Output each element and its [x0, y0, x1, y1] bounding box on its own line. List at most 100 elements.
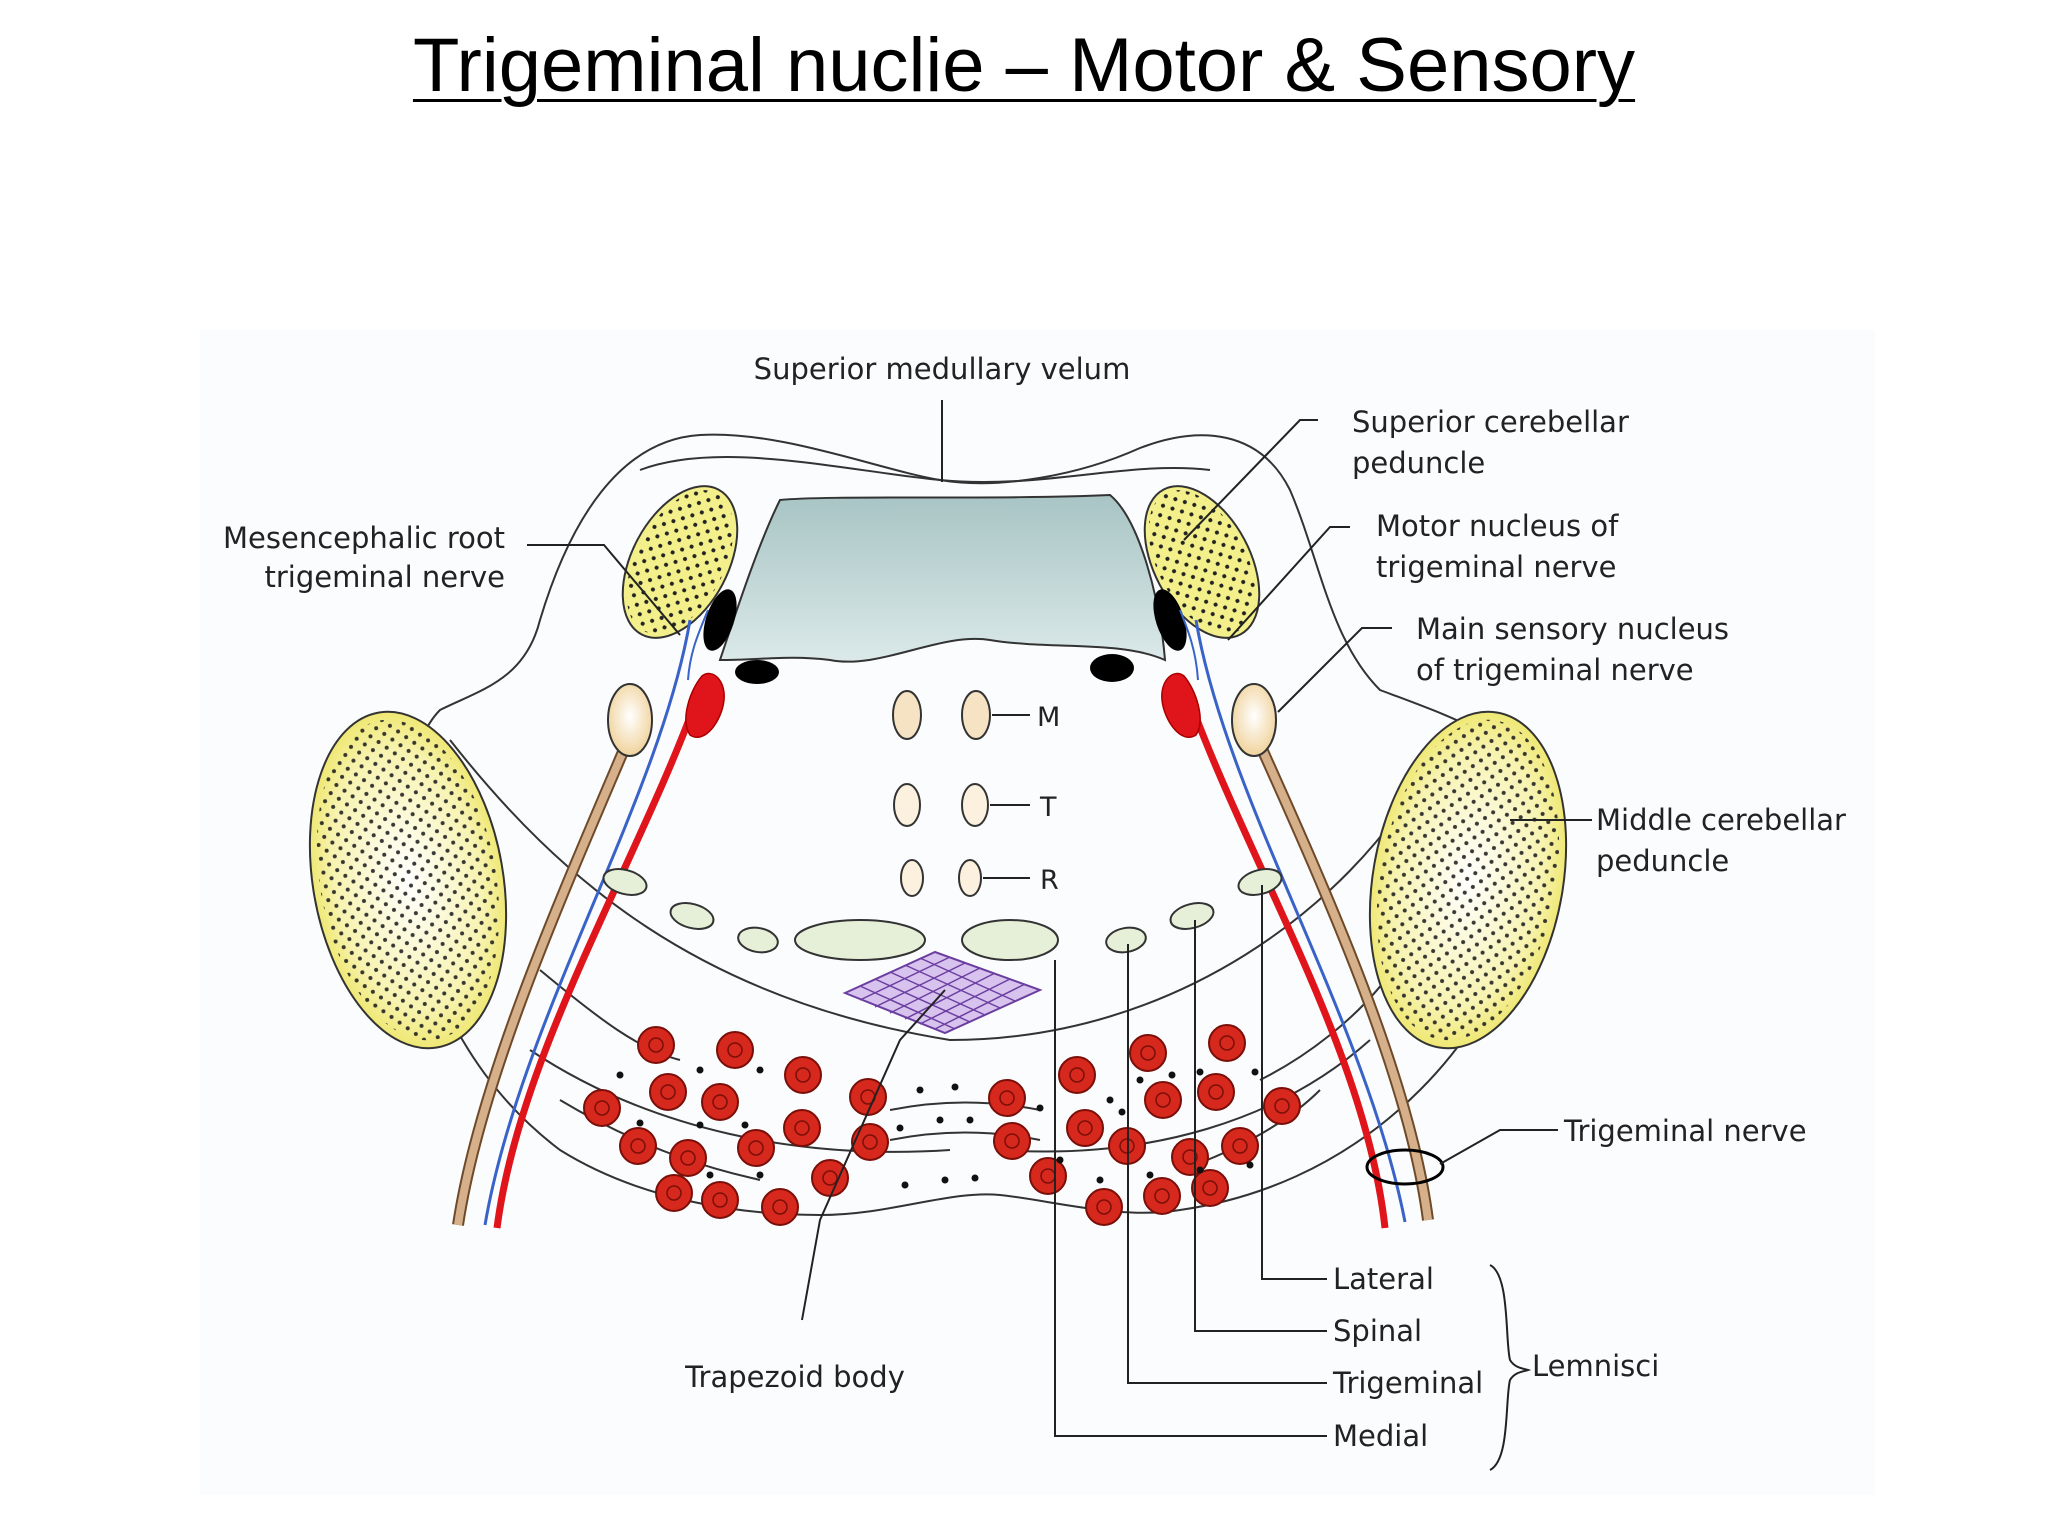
pontine-dot: [971, 1174, 979, 1182]
medial-lemniscus-leader: [1054, 960, 1327, 1437]
mesencephalic-root-blue-left: [483, 619, 692, 1226]
pontine-nuclei: [583, 1024, 1301, 1226]
pontine-dot: [1106, 1096, 1114, 1104]
mesencephalic-nucleus-mark: [1153, 589, 1187, 651]
mesencephalic-nucleus-mark: [735, 660, 779, 684]
peduncle-dots: [1148, 490, 1256, 634]
pontine-nucleus: [761, 1188, 799, 1226]
pontine-nucleus: [637, 1026, 675, 1064]
trigeminal-lemniscus-leader: [1127, 944, 1327, 1384]
pontine-nucleus: [1066, 1109, 1104, 1147]
label-trigeminal-nerve: Trigeminal nerve: [1563, 1114, 1807, 1148]
pontine-nucleus: [1191, 1169, 1229, 1207]
pontine-dot: [966, 1116, 974, 1124]
pontine-nucleus-core: [1155, 1092, 1171, 1108]
pontine-nucleus: [784, 1056, 822, 1094]
pontine-nucleus-core: [822, 1170, 838, 1186]
pontine-nucleus-core: [712, 1192, 728, 1208]
pontine-dot: [756, 1066, 764, 1074]
pontine-nucleus: [669, 1139, 707, 1177]
motor-root-red-right: [1182, 688, 1389, 1229]
pontine-nucleus-core: [795, 1067, 811, 1083]
pontine-dot: [1196, 1166, 1204, 1174]
pontine-dot: [1096, 1176, 1104, 1184]
nerve-fill: [1254, 738, 1432, 1221]
pontine-nucleus-core: [1208, 1084, 1224, 1100]
label-superior-medullary-velum: Superior medullary velum: [754, 352, 1131, 386]
label-trapezoid-body: Trapezoid body: [684, 1360, 905, 1394]
trigeminal-nerve-leader: [1439, 1129, 1558, 1165]
motor-nucleus-left: [685, 672, 725, 738]
nerve-fill: [454, 738, 632, 1226]
pontine-nucleus-core: [712, 1094, 728, 1110]
label-lemniscus-medial: Medial: [1333, 1419, 1428, 1453]
tract-ovals: [892, 690, 991, 897]
pontine-nucleus: [701, 1181, 739, 1219]
label-superior-cerebellar-1: Superior cerebellar: [1352, 405, 1629, 439]
label-tract-m: M: [1037, 702, 1060, 733]
pontine-dot: [1246, 1161, 1254, 1169]
pontine-nucleus: [993, 1122, 1031, 1160]
peduncle-dots: [1376, 719, 1560, 1041]
label-lemniscus-spinal: Spinal: [1333, 1314, 1422, 1348]
pontine-dot: [1146, 1171, 1154, 1179]
pontine-dot: [941, 1176, 949, 1184]
label-tract-t: T: [1039, 792, 1057, 823]
pontine-nucleus-core: [1077, 1120, 1093, 1136]
pontine-dot: [1056, 1156, 1064, 1164]
pontine-nucleus: [1143, 1177, 1181, 1215]
pontine-nucleus-core: [680, 1150, 696, 1166]
pontine-dot: [936, 1116, 944, 1124]
fourth-ventricle: [718, 493, 1167, 663]
superior-medullary-velum: [639, 456, 1211, 483]
fiber-line: [529, 1049, 951, 1153]
pontine-nucleus-core: [666, 1185, 682, 1201]
label-mesencephalic-root-1: Mesencephalic root: [223, 521, 505, 555]
pontine-nucleus: [988, 1079, 1026, 1117]
pontine-nucleus-core: [1154, 1188, 1170, 1204]
pontine-nucleus: [1129, 1034, 1167, 1072]
label-lemnisci: Lemnisci: [1532, 1349, 1659, 1383]
pontine-dot: [1168, 1071, 1176, 1079]
main-sensory-leader: [1277, 627, 1392, 713]
pontine-nucleus-core: [1274, 1098, 1290, 1114]
pontine-nucleus-core: [1182, 1149, 1198, 1165]
pontine-nucleus-core: [999, 1090, 1015, 1106]
peduncle-dots: [316, 719, 500, 1041]
pontine-nucleus: [1144, 1081, 1182, 1119]
pontine-nucleus: [1058, 1056, 1096, 1094]
superior-cerebellar-leader: [1183, 419, 1318, 541]
label-mesencephalic-root-2: trigeminal nerve: [265, 560, 505, 594]
pontine-nucleus-core: [862, 1134, 878, 1150]
peduncle-dots: [626, 490, 734, 634]
blue-fiber: [687, 609, 709, 681]
pontine-dot: [1036, 1104, 1044, 1112]
pontine-nucleus-core: [1219, 1035, 1235, 1051]
pontine-nucleus: [1085, 1188, 1123, 1226]
pontine-nucleus-core: [748, 1140, 764, 1156]
label-motor-nucleus-2: trigeminal nerve: [1376, 550, 1616, 584]
label-middle-cerebellar-1: Middle cerebellar: [1596, 803, 1846, 837]
pontine-dot: [741, 1121, 749, 1129]
pontine-nucleus-core: [772, 1199, 788, 1215]
pontine-nucleus-core: [594, 1100, 610, 1116]
pontine-dot: [616, 1071, 624, 1079]
pontine-dot: [916, 1086, 924, 1094]
pontine-nucleus: [716, 1031, 754, 1069]
trapezoid-body-leader: [801, 989, 946, 1321]
pontine-nucleus: [655, 1174, 693, 1212]
pontine-nucleus: [737, 1129, 775, 1167]
pontine-nucleus: [1197, 1073, 1235, 1111]
main-sensory-nucleus-left: [607, 683, 653, 757]
pontine-dot: [756, 1171, 764, 1179]
pontine-dot: [901, 1181, 909, 1189]
pontine-dot: [1118, 1108, 1126, 1116]
trigeminal-nerve-loop: [1365, 1148, 1445, 1186]
page-title: Trigeminal nuclie – Motor & Sensory: [412, 23, 1636, 108]
pontine-nucleus: [851, 1123, 889, 1161]
pontine-dot: [896, 1124, 904, 1132]
mesencephalic-root-leader: [527, 544, 681, 636]
pontine-dot: [696, 1066, 704, 1074]
label-motor-nucleus-1: Motor nucleus of: [1376, 509, 1619, 543]
